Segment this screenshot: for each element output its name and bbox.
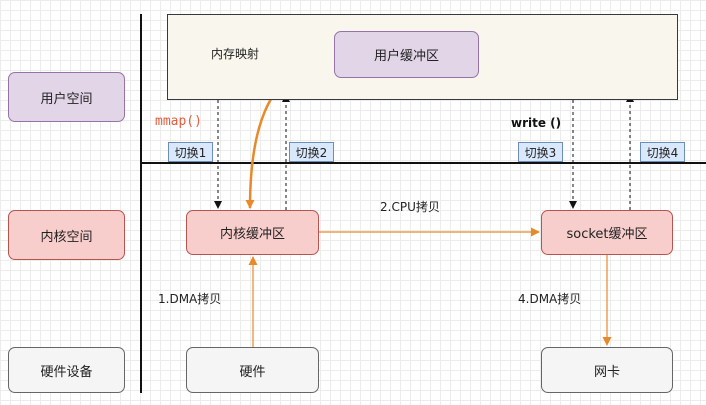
socket-buffer: socket缓冲区	[541, 210, 673, 255]
side-label-kernel-space: 内核空间	[8, 210, 125, 260]
switch-3-badge: 切换3	[518, 142, 563, 162]
kernel-buffer: 内核缓冲区	[186, 210, 319, 255]
switch-2-badge: 切换2	[289, 142, 334, 162]
nic-box: 网卡	[541, 347, 673, 393]
side-label-user-space: 用户空间	[8, 72, 125, 122]
side-label-hardware: 硬件设备	[8, 347, 125, 393]
user-buffer: 用户缓冲区	[334, 31, 479, 78]
dma-copy-in-label: 1.DMA拷贝	[158, 292, 222, 306]
dma-copy-out-label: 4.DMA拷贝	[518, 292, 582, 306]
mmap-call-label: mmap()	[155, 114, 202, 129]
hardware-box: 硬件	[186, 347, 319, 393]
memory-mapping-label: 内存映射	[211, 47, 260, 61]
switch-4-badge: 切换4	[640, 142, 685, 162]
write-call-label: write ()	[511, 116, 562, 130]
cpu-copy-label: 2.CPU拷贝	[380, 200, 440, 214]
switch-1-badge: 切换1	[168, 142, 213, 162]
